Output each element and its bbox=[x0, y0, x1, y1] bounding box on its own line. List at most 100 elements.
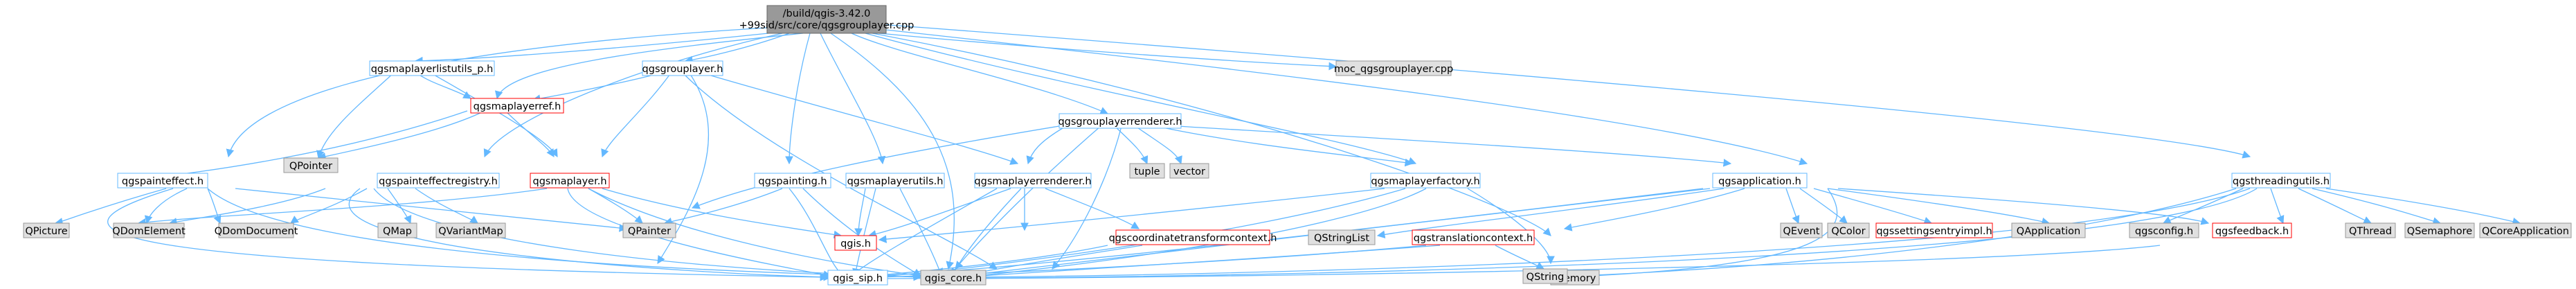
svg-text:qgsmaplayerfactory.h: qgsmaplayerfactory.h bbox=[1371, 176, 1479, 187]
node-qstring[interactable]: QString bbox=[1522, 268, 1568, 284]
node-qgspainteffectregistry[interactable]: qgspainteffectregistry.h bbox=[377, 173, 500, 189]
edge bbox=[879, 24, 2251, 159]
node-qstringlist[interactable]: QStringList bbox=[1308, 229, 1376, 245]
edge bbox=[415, 71, 472, 99]
edge bbox=[2312, 188, 2442, 225]
node-qgis-core[interactable]: qgis_core.h bbox=[920, 270, 987, 286]
node-qmap[interactable]: QMap bbox=[377, 222, 417, 238]
edge bbox=[1026, 125, 1067, 165]
node-qsemaphore[interactable]: QSemaphore bbox=[2404, 222, 2475, 238]
edge bbox=[235, 188, 628, 232]
edge bbox=[785, 33, 811, 165]
edge bbox=[878, 188, 1704, 280]
edge bbox=[226, 27, 769, 158]
root-file-path-line2: +99sid/src/core/qgsgrouplayer.cpp bbox=[739, 20, 915, 31]
edge bbox=[1813, 188, 1933, 225]
node-qvariantmap[interactable]: QVariantMap bbox=[435, 222, 506, 238]
svg-text:qgsthreadingutils.h: qgsthreadingutils.h bbox=[2233, 176, 2330, 187]
node-qgspainteffect[interactable]: qgspainteffect.h bbox=[117, 173, 208, 189]
node-moc-qgsgrouplayer[interactable]: moc_qgsgrouplayer.cpp bbox=[1334, 60, 1453, 76]
edge bbox=[830, 33, 955, 270]
svg-text:moc_qgsgrouplayer.cpp: moc_qgsgrouplayer.cpp bbox=[1334, 64, 1453, 75]
edge bbox=[207, 188, 929, 281]
svg-text:QEvent: QEvent bbox=[1783, 226, 1820, 237]
node-qevent[interactable]: QEvent bbox=[1780, 222, 1823, 238]
svg-text:vector: vector bbox=[1173, 166, 1205, 177]
edge bbox=[872, 33, 1551, 236]
edge bbox=[1799, 188, 1848, 224]
node-qgssettingsentryimpl[interactable]: qgssettingsentryimpl.h bbox=[1875, 222, 1993, 238]
edge bbox=[483, 33, 783, 158]
edge bbox=[879, 28, 1808, 166]
edge bbox=[601, 71, 672, 158]
node-qthread[interactable]: QThread bbox=[2345, 222, 2396, 238]
node-qgsthreadingutils[interactable]: qgsthreadingutils.h bbox=[2231, 173, 2331, 189]
edge bbox=[588, 188, 922, 279]
edge bbox=[1376, 188, 1724, 239]
svg-text:qgis_sip.h: qgis_sip.h bbox=[833, 273, 883, 284]
svg-text:QString: QString bbox=[1526, 272, 1565, 283]
node-qpointer-top[interactable]: QPointer bbox=[283, 157, 339, 173]
node-qcolor[interactable]: QColor bbox=[1827, 222, 1870, 238]
node-qgsmaplayerfactory[interactable]: qgsmaplayerfactory.h bbox=[1370, 173, 1481, 189]
node-qgsconfig[interactable]: qgsconfig.h bbox=[2129, 222, 2199, 238]
node-vector[interactable]: vector bbox=[1169, 163, 1209, 179]
svg-text:qgspainteffectregistry.h: qgspainteffectregistry.h bbox=[379, 176, 498, 187]
svg-text:QDomElement: QDomElement bbox=[112, 226, 186, 237]
edge bbox=[494, 33, 804, 100]
edge bbox=[2298, 188, 2372, 224]
node-qcoreapplication[interactable]: QCoreApplication bbox=[2479, 222, 2572, 238]
node-qgsmaplayerlistutils-p[interactable]: qgsmaplayerlistutils_p.h bbox=[369, 60, 495, 76]
edge bbox=[290, 188, 368, 224]
edge bbox=[137, 188, 548, 227]
node-qpainter[interactable]: QPainter bbox=[622, 222, 676, 238]
edge bbox=[820, 33, 886, 165]
edge bbox=[867, 188, 1011, 238]
node-qapplication[interactable]: QApplication bbox=[2011, 222, 2086, 238]
edge bbox=[961, 188, 2251, 281]
edge bbox=[1052, 125, 1122, 270]
node-qgsmaplayerref[interactable]: qgsmaplayerref.h bbox=[470, 98, 564, 114]
node-qgspainting[interactable]: qgspainting.h bbox=[754, 173, 831, 189]
svg-text:qgsmaplayer.h: qgsmaplayer.h bbox=[532, 176, 606, 187]
edge bbox=[878, 188, 2258, 283]
svg-text:qgstranslationcontext.h: qgstranslationcontext.h bbox=[1414, 233, 1533, 244]
edge bbox=[879, 33, 1337, 71]
edge bbox=[567, 188, 832, 279]
edge bbox=[54, 188, 167, 226]
svg-text:qgis_core.h: qgis_core.h bbox=[925, 273, 982, 284]
svg-text:qgsconfig.h: qgsconfig.h bbox=[2135, 226, 2193, 237]
edge bbox=[415, 188, 478, 224]
edge bbox=[1135, 125, 1182, 165]
node-qgsapplication[interactable]: qgsapplication.h bbox=[1712, 173, 1808, 189]
node-qgsfeedback[interactable]: qgsfeedback.h bbox=[2212, 222, 2292, 238]
svg-text:QColor: QColor bbox=[1831, 226, 1865, 237]
edge bbox=[955, 125, 1101, 270]
node-qdomelement[interactable]: QDomElement bbox=[112, 222, 186, 238]
edge bbox=[373, 188, 922, 281]
svg-text:QStringList: QStringList bbox=[1314, 233, 1369, 244]
node-qgscoordinatetransformcontext[interactable]: qgscoordinatetransformcontext.h bbox=[1109, 229, 1277, 245]
svg-text:QPicture: QPicture bbox=[25, 226, 67, 237]
edge bbox=[684, 33, 790, 64]
node-qgis-sip[interactable]: qgis_sip.h bbox=[827, 270, 888, 286]
edge bbox=[699, 71, 1019, 165]
node-qgsmaplayerutils[interactable]: qgsmaplayerutils.h bbox=[845, 173, 945, 189]
edge bbox=[2270, 188, 2285, 225]
node-qgsgrouplayerrenderer[interactable]: qgsgrouplayerrenderer.h bbox=[1058, 113, 1182, 129]
svg-text:qgsfeedback.h: qgsfeedback.h bbox=[2215, 226, 2289, 237]
node-qgsmaplayer[interactable]: qgsmaplayer.h bbox=[530, 173, 610, 189]
svg-text:qgsgrouplayerrenderer.h: qgsgrouplayerrenderer.h bbox=[1058, 116, 1182, 128]
edge bbox=[1563, 188, 1745, 231]
node-qgsmaplayerrenderer[interactable]: qgsmaplayerrenderer.h bbox=[974, 173, 1092, 189]
node-qdomdocument[interactable]: QDomDocument bbox=[215, 222, 298, 238]
root-file-node[interactable]: /build/qgis-3.42.0 +99sid/src/core/qgsgr… bbox=[739, 5, 915, 34]
node-tuple[interactable]: tuple bbox=[1129, 163, 1165, 179]
node-qgstranslationcontext[interactable]: qgstranslationcontext.h bbox=[1412, 229, 1535, 245]
node-qpicture[interactable]: QPicture bbox=[23, 222, 70, 238]
node-qgis-h[interactable]: qgis.h bbox=[834, 235, 877, 251]
node-qgsgrouplayer[interactable]: qgsgrouplayer.h bbox=[642, 60, 723, 76]
svg-text:QCoreApplication: QCoreApplication bbox=[2482, 226, 2569, 237]
svg-text:QMap: QMap bbox=[383, 226, 412, 237]
